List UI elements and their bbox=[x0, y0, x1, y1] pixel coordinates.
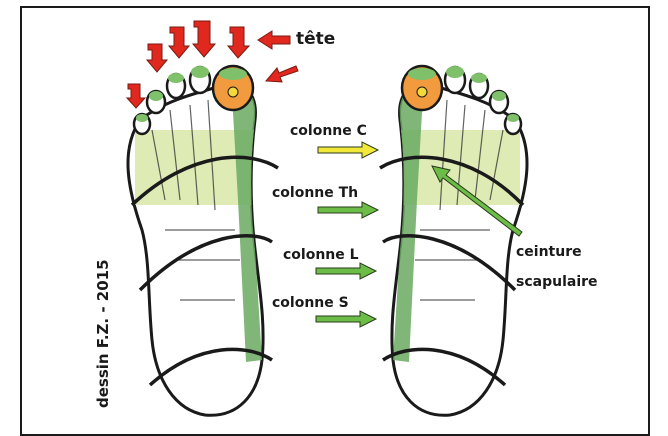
label-girdle-1: ceinture bbox=[516, 244, 582, 260]
red-arrow-5 bbox=[228, 27, 249, 58]
red-arrow-head bbox=[258, 31, 290, 49]
red-arrow-2 bbox=[147, 44, 167, 72]
arrow-col-th bbox=[318, 202, 378, 218]
arrow-col-s bbox=[316, 311, 376, 327]
left-foot bbox=[128, 66, 265, 415]
right-foot bbox=[390, 66, 527, 415]
red-arrow-3 bbox=[169, 27, 189, 58]
red-arrow-1 bbox=[127, 84, 145, 108]
label-col-l: colonne L bbox=[283, 247, 359, 263]
red-arrow-4 bbox=[193, 21, 215, 57]
label-col-th: colonne Th bbox=[272, 185, 358, 201]
label-col-c: colonne C bbox=[290, 123, 367, 139]
figure-frame: tête colonne C colonne Th colonne L colo… bbox=[0, 0, 668, 419]
red-arrow-diag bbox=[266, 66, 298, 82]
arrow-col-l bbox=[316, 263, 376, 279]
label-head: tête bbox=[296, 29, 335, 49]
arrow-col-c bbox=[318, 142, 378, 158]
label-col-s: colonne S bbox=[272, 295, 349, 311]
label-girdle-2: scapulaire bbox=[516, 274, 598, 290]
label-credit: dessin F.Z. - 2015 bbox=[94, 259, 112, 408]
foot-reflexology-diagram: tête colonne C colonne Th colonne L colo… bbox=[0, 0, 668, 419]
